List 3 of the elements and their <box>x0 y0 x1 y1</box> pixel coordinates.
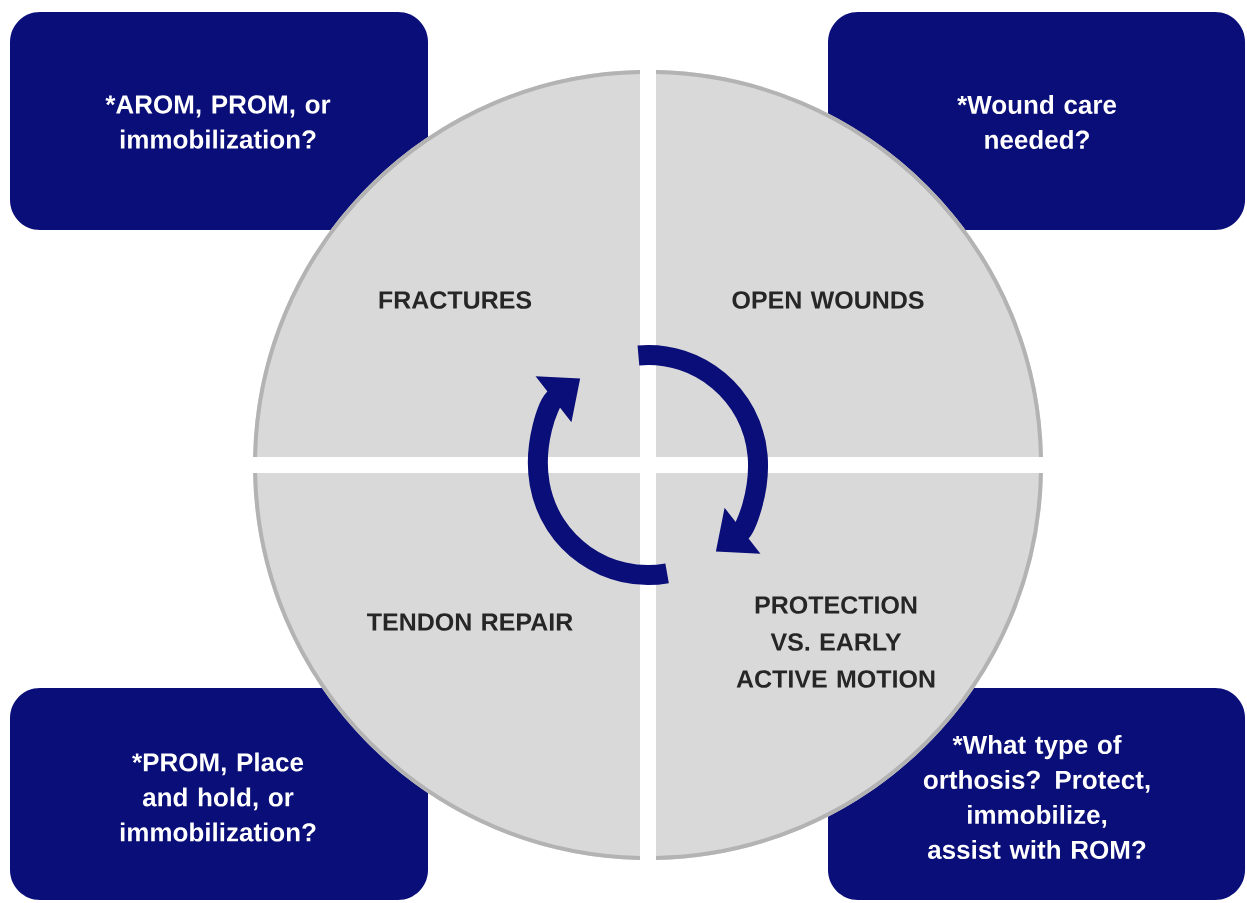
question-box: *Wound care needed? <box>828 12 1245 230</box>
question-box: *AROM, PROM, or immobilization? <box>10 12 428 230</box>
question-box: *PROM, Place and hold, or immobilization? <box>10 688 428 900</box>
